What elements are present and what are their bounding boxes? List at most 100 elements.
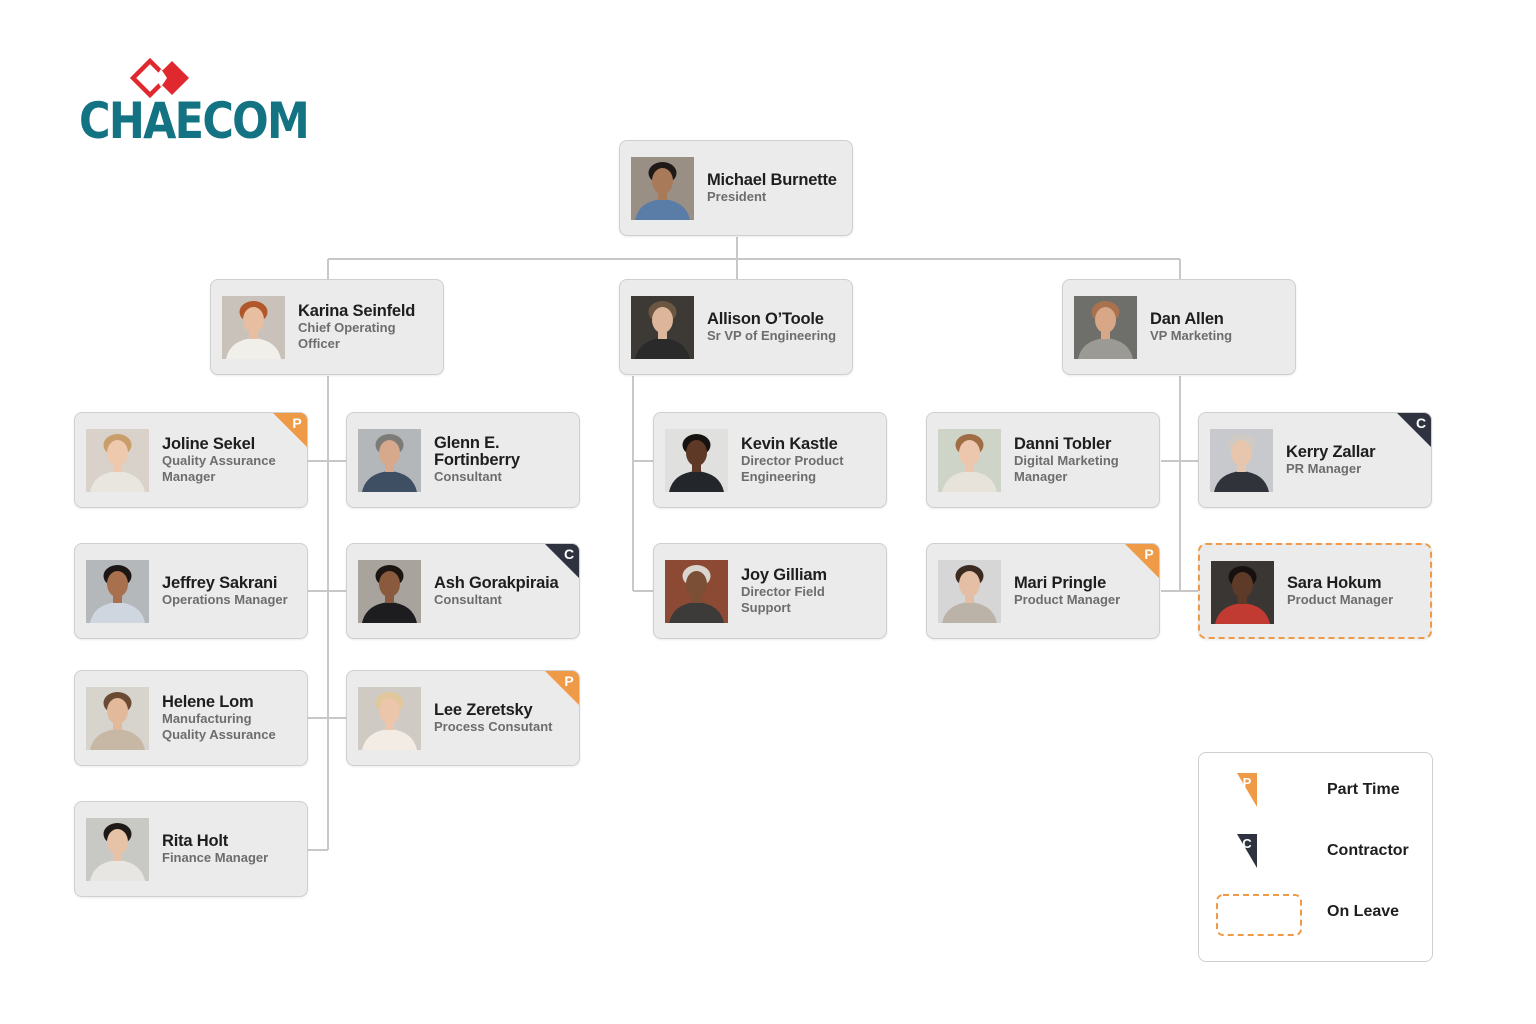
person-name: Kevin Kastle [741,434,838,453]
svg-text:C: C [1242,836,1252,851]
person-title: Product Manager [1014,591,1121,607]
person-title: Product Manager [1287,591,1394,607]
legend-on-leave: On Leave [1199,893,1432,936]
avatar [665,429,728,492]
avatar [86,429,149,492]
person-title: Manufacturing Quality Assurance [162,710,276,742]
avatar [86,687,149,750]
avatar [86,818,149,881]
person-name: Michael Burnette [707,170,837,189]
avatar [1211,561,1274,624]
person-name: Glenn E. Fortinberry [434,434,520,469]
avatar [665,560,728,623]
legend-label-on-leave: On Leave [1327,903,1400,920]
person-name: Mari Pringle [1014,573,1107,592]
person-name: Karina Seinfeld [298,301,416,320]
avatar [358,560,421,623]
person-name: Danni Tobler [1014,434,1112,453]
person-title: Operations Manager [162,591,288,607]
avatar [631,157,694,220]
person-name: Dan Allen [1150,309,1224,328]
contractor-badge-icon: C [545,544,579,578]
avatar [938,429,1001,492]
avatar [938,560,1001,623]
person-title: Director Field Support [741,583,825,615]
person-title: Consultant [434,591,502,607]
person-title: Process Consutant [434,718,553,734]
legend-label-part-time: Part Time [1327,781,1400,798]
svg-text:P: P [564,673,573,689]
contractor-badge-icon: C [1397,413,1431,447]
person-name: Rita Holt [162,831,229,850]
legend-contractor: C Contractor [1199,832,1432,872]
svg-text:P: P [1144,546,1153,562]
person-title: Quality Assurance Manager [162,452,276,484]
part-time-badge-icon: P [273,413,307,447]
part-time-badge-icon: P [545,671,579,705]
contractor-badge-icon: C [1237,834,1257,868]
avatar [358,687,421,750]
person-title: President [707,188,767,204]
svg-text:P: P [292,415,301,431]
legend-part-time: P Part Time [1199,771,1432,811]
part-time-badge-icon: P [1237,773,1257,807]
person-title: Sr VP of Engineering [707,327,837,343]
person-title: Digital Marketing Manager [1014,452,1119,484]
person-name: Helene Lom [162,692,254,711]
avatar [86,560,149,623]
person-title: Director Product Engineering [741,452,844,484]
avatar [358,429,421,492]
avatar [1074,296,1137,359]
person-title: VP Marketing [1150,327,1233,343]
legend-label-contractor: Contractor [1327,842,1409,859]
part-time-badge-icon: P [1125,544,1159,578]
on-leave-dashed-box-icon [1216,894,1302,936]
avatar [1210,429,1273,492]
person-name: Joy Gilliam [741,565,827,584]
status-legend: P Part Time C Contractor On Leave [1198,752,1433,962]
svg-text:C: C [564,546,574,562]
person-name: Kerry Zallar [1286,442,1376,461]
person-name: Lee Zeretsky [434,700,533,719]
person-name: Sara Hokum [1287,573,1382,592]
person-title: PR Manager [1286,460,1362,476]
svg-text:P: P [1243,775,1252,790]
person-name: Ash Gorakpiraia [434,573,559,592]
person-name: Allison O’Toole [707,309,824,328]
person-name: Joline Sekel [162,434,255,453]
avatar [631,296,694,359]
